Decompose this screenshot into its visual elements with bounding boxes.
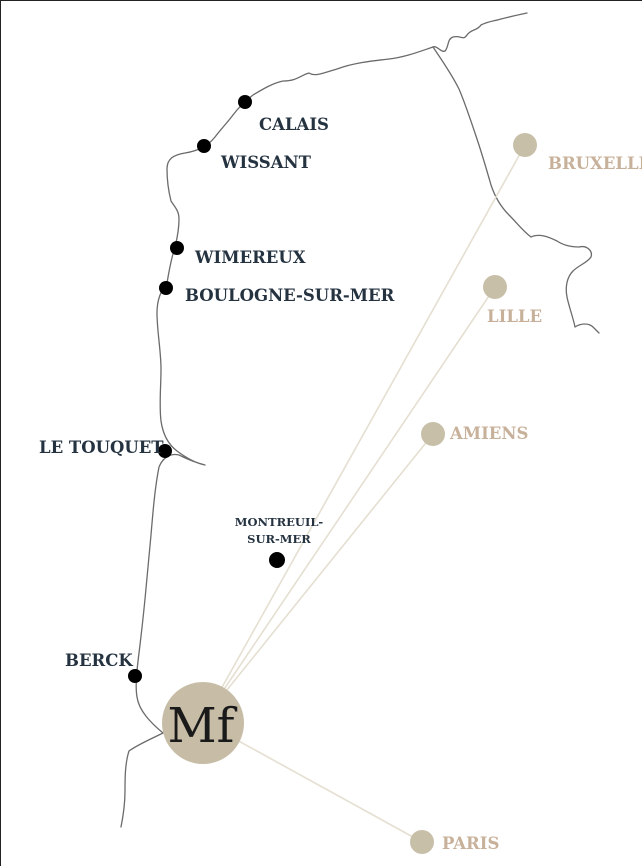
town-marker-wimereux[interactable] (170, 241, 184, 255)
mf-logo-text: Mf (168, 698, 238, 754)
coastline (120, 46, 434, 828)
city-label-amiens: AMIENS (449, 424, 528, 443)
mf-logo-circle (162, 682, 244, 764)
route-line-lille (205, 286, 496, 717)
border-line-east (432, 46, 600, 334)
town-label-berck: BERCK (65, 651, 133, 670)
town-marker-wissant[interactable] (197, 139, 211, 153)
town-label-wimereux: WIMEREUX (194, 248, 306, 267)
town-label-calais: CALAIS (259, 115, 329, 134)
town-marker-boulogne[interactable] (159, 281, 173, 295)
town-label-montreuil-line1: MONTREUIL- (235, 515, 324, 529)
town-marker-montreuil[interactable] (269, 552, 285, 568)
route-line-paris (205, 722, 423, 843)
town-marker-letouquet[interactable] (158, 444, 172, 458)
city-marker-bruxelles[interactable] (513, 133, 537, 157)
city-marker-lille[interactable] (483, 275, 507, 299)
town-marker-berck[interactable] (128, 669, 142, 683)
city-label-bruxelles: BRUXELLES (548, 154, 642, 173)
city-marker-paris[interactable] (410, 830, 434, 854)
city-label-lille: LILLE (487, 307, 542, 326)
city-label-paris: PARIS (442, 834, 499, 853)
city-marker-amiens[interactable] (421, 422, 445, 446)
route-line-bruxelles (205, 144, 526, 717)
mf-logo[interactable]: Mf (162, 682, 244, 764)
town-label-boulogne: BOULOGNE-SUR-MER (185, 286, 395, 305)
town-marker-calais[interactable] (238, 95, 252, 109)
town-label-letouquet: LE TOUQUET (39, 438, 164, 457)
border-line (432, 12, 528, 52)
town-label-wissant: WISSANT (220, 153, 312, 172)
route-line-amiens (205, 433, 434, 717)
town-label-montreuil-line2: SUR-MER (247, 532, 311, 546)
